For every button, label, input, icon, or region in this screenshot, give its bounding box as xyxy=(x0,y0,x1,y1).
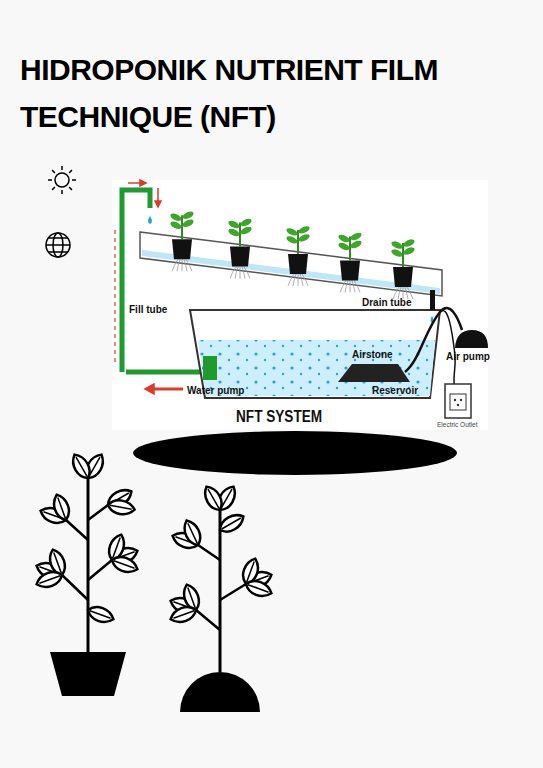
shadow-ellipse xyxy=(133,431,457,475)
seedling xyxy=(337,231,362,292)
drain-tube xyxy=(430,290,435,310)
seedling xyxy=(227,217,252,278)
nft-channel xyxy=(140,232,442,296)
title: HIDROPONIK NUTRIENT FILM TECHNIQUE (NFT) xyxy=(20,46,450,140)
water-pump xyxy=(203,356,217,380)
sun-icon xyxy=(48,166,76,194)
reservoir xyxy=(190,310,440,398)
diagram-panel xyxy=(112,180,488,430)
mound-plant xyxy=(168,483,273,712)
potted-plant xyxy=(34,451,139,696)
airstone-label: Airstone xyxy=(352,349,393,360)
system-caption: NFT SYSTEM xyxy=(236,408,322,426)
reservoir-label: Reservoir xyxy=(372,385,418,396)
air-pump xyxy=(455,330,488,348)
seedling xyxy=(169,210,194,271)
fill-tube-label: Fill tube xyxy=(129,304,167,315)
water-pump-label: Water pump xyxy=(187,385,244,396)
outlet-label: Electric Outlet xyxy=(437,421,477,428)
globe-icon xyxy=(46,233,70,257)
seedling xyxy=(285,225,310,286)
airstone xyxy=(338,364,410,382)
electric-outlet xyxy=(445,384,471,418)
air-pump-label: Air pump xyxy=(446,351,490,362)
drain-tube-label: Drain tube xyxy=(362,297,411,308)
fill-tube xyxy=(122,190,150,372)
seedling xyxy=(390,238,415,299)
